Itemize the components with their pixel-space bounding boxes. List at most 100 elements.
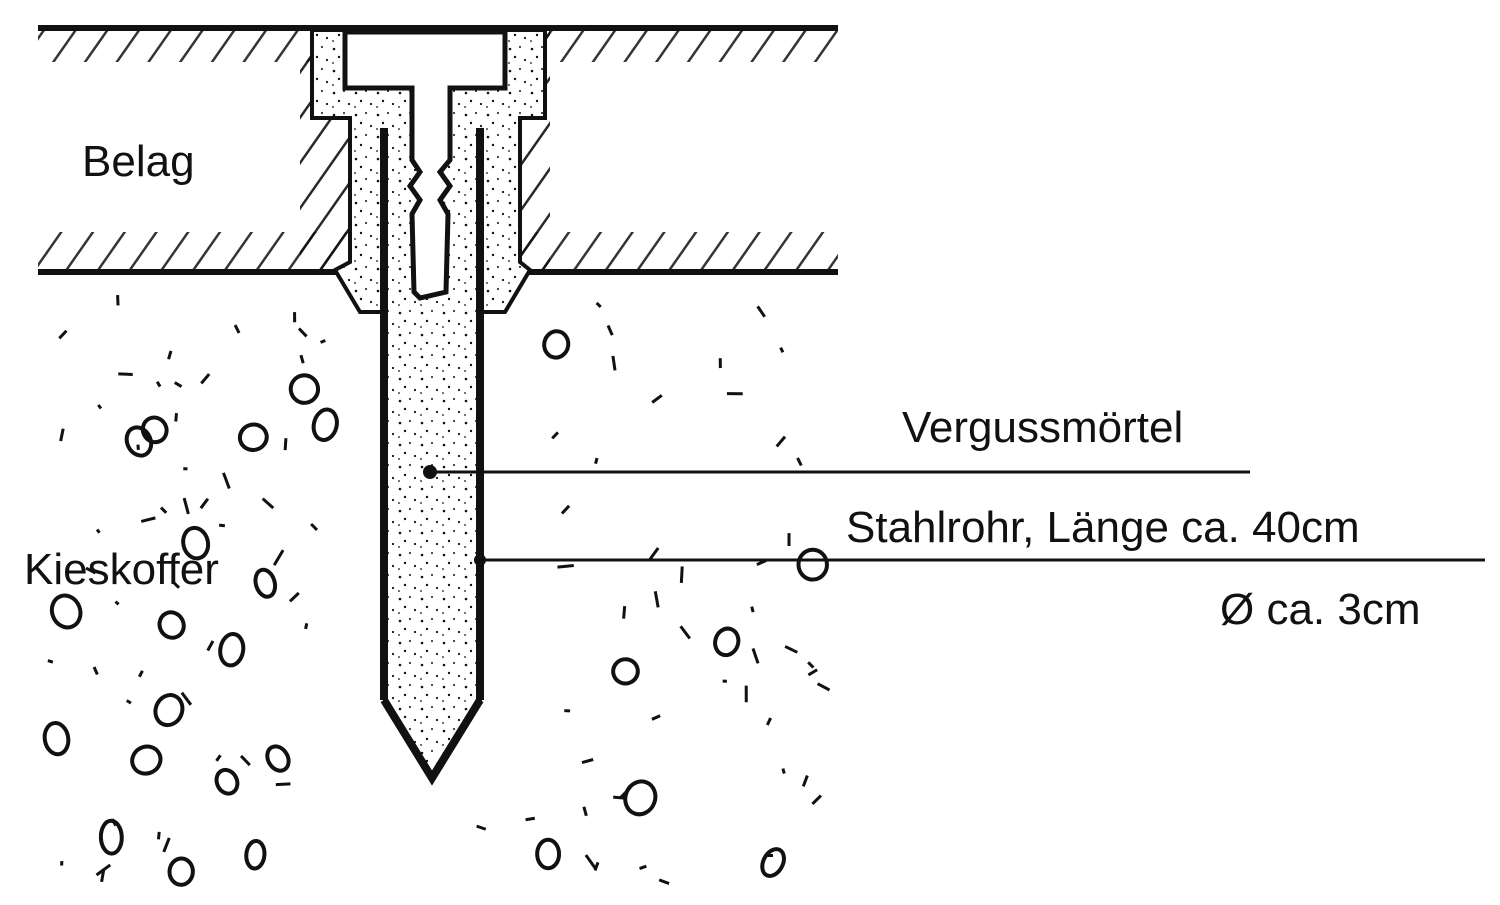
gravel-pebble xyxy=(124,425,154,458)
gravel-pebble xyxy=(760,847,786,878)
gravel-grain xyxy=(199,497,210,510)
gravel-grain xyxy=(595,301,602,308)
gravel-grain xyxy=(218,523,226,528)
gravel-grain xyxy=(59,428,65,442)
gravel-pebble xyxy=(130,744,163,776)
gravel-grain xyxy=(639,864,647,870)
gravel-grain xyxy=(118,372,133,376)
gravel-pebble xyxy=(623,779,658,817)
gravel-grain xyxy=(47,659,54,664)
gravel-grain xyxy=(272,549,285,566)
gravel-grain xyxy=(557,563,574,569)
gravel-grain xyxy=(92,666,99,676)
gravel-grain xyxy=(807,661,815,669)
label-kieskoffer: Kieskoffer xyxy=(24,545,219,594)
gravel-grain xyxy=(584,854,597,870)
gravel-pebble xyxy=(218,632,246,668)
gravel-grain xyxy=(299,354,305,364)
label-vergussmoertel: Vergussmörtel xyxy=(902,403,1184,452)
steel-pipe xyxy=(380,128,484,786)
gravel-pebble xyxy=(542,329,571,360)
gravel-grain xyxy=(171,579,181,589)
gravel-grain xyxy=(594,457,599,465)
gravel-grain xyxy=(756,305,766,318)
gravel-pebble xyxy=(244,838,267,871)
gravel-pebble xyxy=(153,693,185,728)
leader-lines xyxy=(423,465,1485,566)
gravel-grain xyxy=(110,818,118,827)
gravel-grain xyxy=(174,412,178,422)
gravel-pebble xyxy=(288,373,321,405)
gravel-grain xyxy=(85,566,97,575)
leader-dot-stahlrohr xyxy=(474,554,486,566)
gravel-grain xyxy=(162,837,171,853)
leader-dot-vergussmoertel xyxy=(423,465,437,479)
gravel-grain xyxy=(750,606,755,613)
gravel-pebble xyxy=(140,415,169,445)
gravel-grain xyxy=(167,350,173,360)
gravel-grain xyxy=(779,347,785,353)
gravel-bed xyxy=(42,295,831,887)
gravel-grain xyxy=(582,806,588,817)
gravel-grain xyxy=(816,682,831,692)
gravel-pebble xyxy=(253,567,278,599)
gravel-pebble xyxy=(181,525,211,561)
gravel-grain xyxy=(765,717,772,726)
gravel-grain xyxy=(775,435,787,448)
gravel-grain xyxy=(593,861,600,872)
label-belag: Belag xyxy=(82,137,195,186)
gravel-grain xyxy=(140,516,156,523)
gravel-pebble xyxy=(98,818,124,856)
gravel-grain xyxy=(653,591,660,608)
gravel-grain xyxy=(796,457,803,467)
gravel-grain xyxy=(58,329,68,340)
gravel-pebble xyxy=(214,767,240,796)
gravel-grain xyxy=(125,699,132,705)
gravel-grain xyxy=(781,768,786,774)
gravel-grain xyxy=(622,605,627,619)
gravel-grain xyxy=(581,758,594,765)
gravel-grain xyxy=(283,438,288,451)
gravel-grain xyxy=(182,497,190,515)
gravel-grain xyxy=(611,355,617,371)
gravel-grain xyxy=(173,381,183,388)
gravel-grain xyxy=(551,431,559,440)
gravel-grain xyxy=(679,566,684,583)
gravel-grain xyxy=(95,863,112,877)
gravel-pebble xyxy=(167,856,195,887)
gravel-grain xyxy=(275,782,291,787)
gravel-grain xyxy=(648,547,660,561)
gravel-pebble xyxy=(265,744,291,773)
gravel-pebble xyxy=(157,610,186,640)
gravel-grain xyxy=(811,794,823,806)
gravel-grain xyxy=(619,786,632,799)
gravel-grain xyxy=(606,324,614,336)
gravel-grain xyxy=(751,648,760,664)
gravel-grain xyxy=(239,754,251,767)
gravel-grain xyxy=(114,600,120,606)
gravel-grain xyxy=(159,506,168,514)
gravel-grain xyxy=(525,816,536,822)
gravel-grain xyxy=(310,522,319,531)
gravel-grain xyxy=(651,394,663,404)
gravel-grain xyxy=(97,404,103,410)
gravel-pebble xyxy=(713,626,741,658)
gravel-grain xyxy=(801,775,809,787)
gravel-grain xyxy=(304,622,309,630)
gravel-pebble xyxy=(42,721,71,757)
gravel-grain xyxy=(233,324,241,334)
gravel-grain xyxy=(138,670,144,678)
gravel-pebble xyxy=(611,657,640,686)
bollard-socket xyxy=(342,29,508,301)
gravel-grain xyxy=(476,824,487,831)
gravel-pebble xyxy=(237,422,269,452)
gravel-grain xyxy=(156,831,161,840)
gravel-pebble xyxy=(535,837,562,871)
gravel-grain xyxy=(261,497,275,510)
label-durchmesser: Ø ca. 3cm xyxy=(1220,585,1421,634)
gravel-grain xyxy=(180,691,193,706)
gravel-grain xyxy=(222,472,231,490)
label-stahlrohr: Stahlrohr, Länge ca. 40cm xyxy=(846,503,1360,552)
gravel-pebble xyxy=(796,547,829,582)
